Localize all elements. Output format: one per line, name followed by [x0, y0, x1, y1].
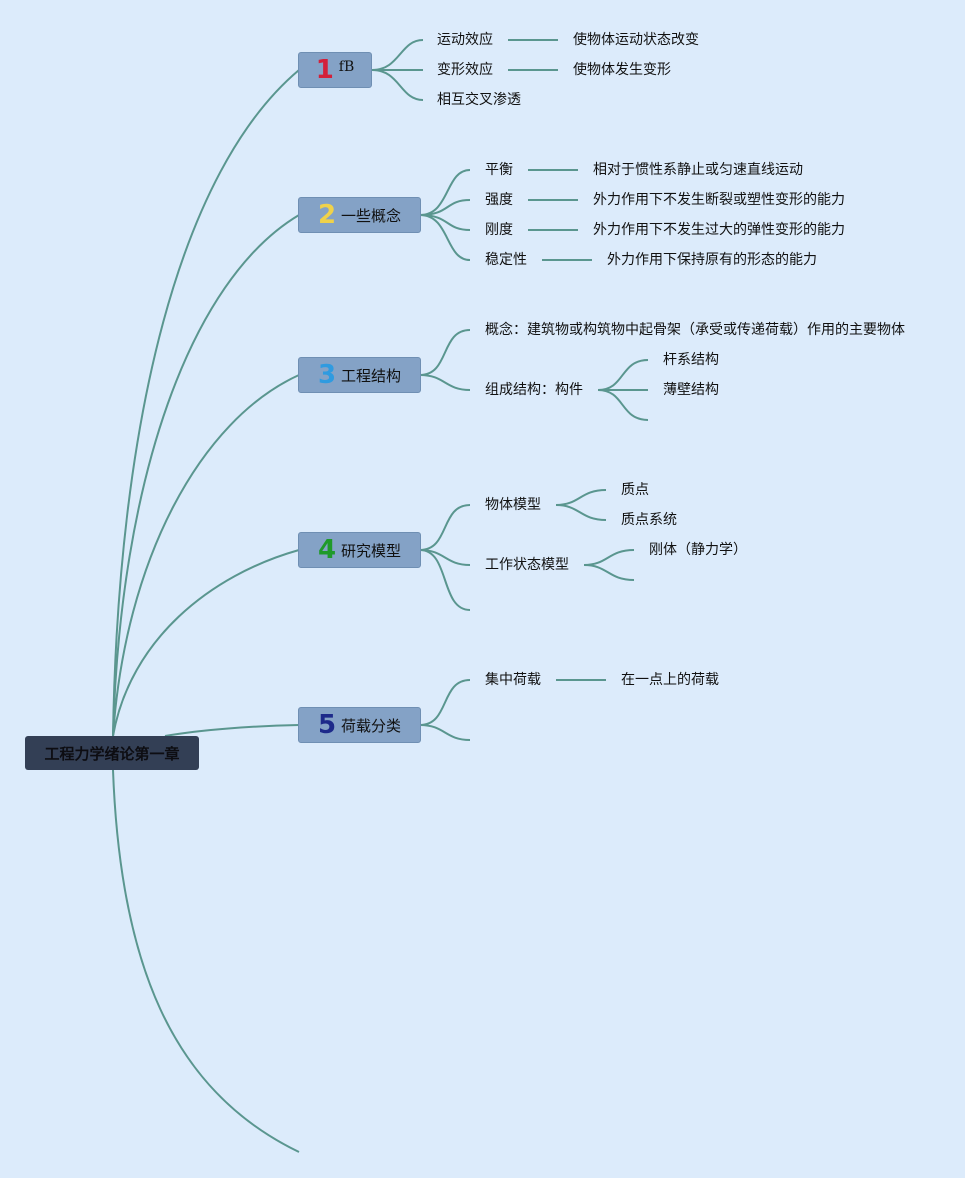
- link-t5-c2: [419, 724, 471, 741]
- leaf[interactable]: 质点系统: [621, 512, 677, 528]
- number-3-icon: 3: [317, 360, 337, 390]
- link-root-topic5: [164, 724, 300, 737]
- subtopic[interactable]: 稳定性: [485, 252, 527, 268]
- subtopic[interactable]: 集中荷载: [485, 672, 541, 688]
- leaf[interactable]: 薄壁结构: [663, 382, 719, 398]
- link-root-empty: [112, 769, 300, 1153]
- topic-3[interactable]: 3 工程结构: [298, 357, 421, 393]
- note[interactable]: 使物体发生变形: [573, 62, 671, 78]
- topic-4[interactable]: 4 研究模型: [298, 532, 421, 568]
- leaf[interactable]: 刚体（静力学）: [649, 542, 747, 558]
- link-t1-c3: [371, 69, 424, 101]
- link-t2-c2: [419, 199, 471, 216]
- subtopic[interactable]: 组成结构：构件: [485, 382, 583, 398]
- number-4-icon: 4: [317, 535, 337, 565]
- topic-label: 荷载分类: [341, 716, 402, 735]
- leaf[interactable]: 质点: [621, 482, 649, 498]
- note[interactable]: 外力作用下不发生过大的弹性变形的能力: [593, 222, 845, 238]
- root-label: 工程力学绪论第一章: [44, 744, 180, 763]
- link-t4-g4: [583, 564, 635, 581]
- note[interactable]: 在一点上的荷载: [621, 672, 719, 688]
- link-t5-c1: [419, 679, 471, 726]
- link-t4-g1: [555, 489, 607, 506]
- subtopic[interactable]: 工作状态模型: [485, 557, 569, 573]
- number-5-icon: 5: [317, 710, 337, 740]
- link-root-topic3: [112, 374, 300, 737]
- link-t4-g3: [583, 549, 635, 566]
- subtopic[interactable]: 刚度: [485, 222, 513, 238]
- topic-5[interactable]: 5 荷载分类: [298, 707, 421, 743]
- topic-label: 一些概念: [341, 206, 402, 225]
- link-t4-c1: [419, 504, 471, 551]
- link-root-topic1: [112, 69, 300, 737]
- number-1-icon: 1: [315, 55, 334, 85]
- subtopic[interactable]: 变形效应: [437, 62, 493, 78]
- link-t1-c1: [371, 39, 424, 71]
- link-t3-g3: [597, 389, 649, 421]
- link-t3-c2: [419, 374, 471, 391]
- link-t3-c1: [419, 329, 471, 376]
- note[interactable]: 外力作用下保持原有的形态的能力: [607, 252, 817, 268]
- link-t2-c3: [419, 214, 471, 231]
- topic-label: fB: [338, 59, 355, 75]
- subtopic[interactable]: 平衡: [485, 162, 513, 178]
- link-t4-c3: [419, 549, 471, 611]
- link-t4-g2: [555, 504, 607, 521]
- link-root-topic4: [112, 549, 300, 737]
- topic-label: 研究模型: [341, 541, 402, 560]
- link-root-topic2: [112, 214, 300, 737]
- subtopic[interactable]: 运动效应: [437, 32, 493, 48]
- subtopic[interactable]: 强度: [485, 192, 513, 208]
- topic-label: 工程结构: [341, 366, 402, 385]
- subtopic[interactable]: 物体模型: [485, 497, 541, 513]
- note[interactable]: 相对于惯性系静止或匀速直线运动: [593, 162, 803, 178]
- number-2-icon: 2: [317, 200, 337, 230]
- subtopic[interactable]: 概念：建筑物或构筑物中起骨架（承受或传递荷载）作用的主要物体: [485, 322, 905, 338]
- note[interactable]: 外力作用下不发生断裂或塑性变形的能力: [593, 192, 845, 208]
- topic-1[interactable]: 1 fB: [298, 52, 372, 88]
- link-t2-c4: [419, 214, 471, 261]
- topic-2[interactable]: 2 一些概念: [298, 197, 421, 233]
- link-t2-c1: [419, 169, 471, 216]
- leaf[interactable]: 杆系结构: [663, 352, 719, 368]
- root-node[interactable]: 工程力学绪论第一章: [25, 736, 199, 770]
- note[interactable]: 使物体运动状态改变: [573, 32, 699, 48]
- subtopic[interactable]: 相互交叉渗透: [437, 92, 521, 108]
- link-t3-g1: [597, 359, 649, 391]
